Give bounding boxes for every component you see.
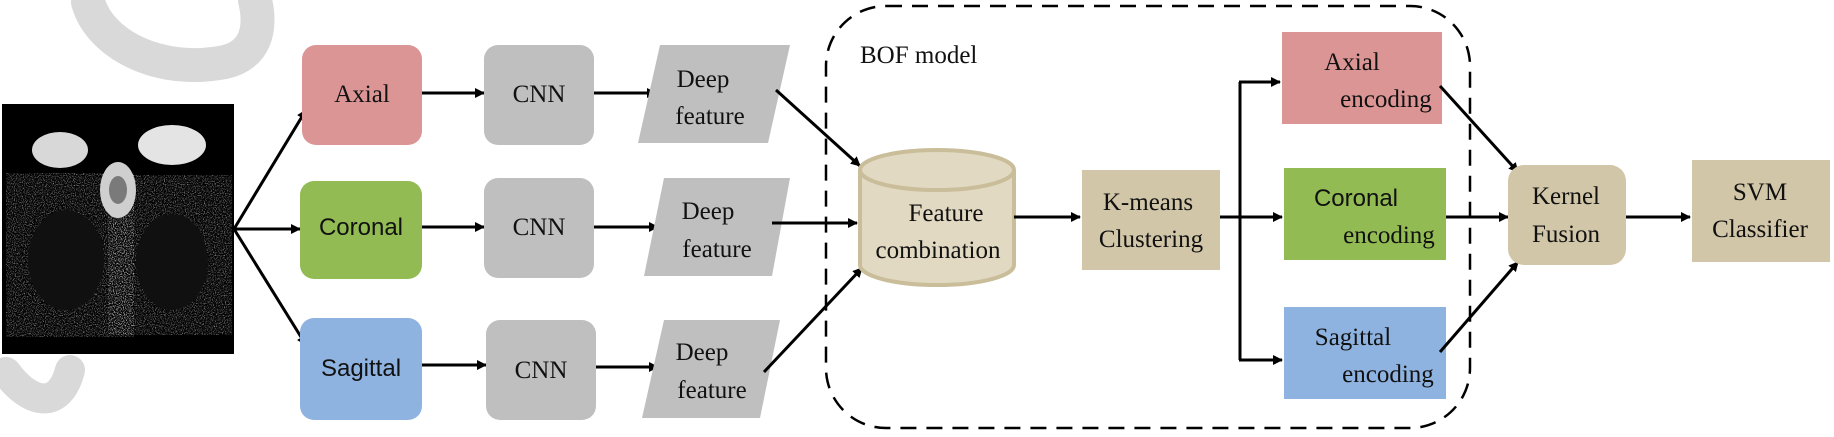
sagittal-encoding-box xyxy=(1284,307,1446,399)
sagittal-cnn-box xyxy=(486,320,596,420)
sagittal-cnn-label: CNN xyxy=(515,357,568,384)
sagittal-view-label: Sagittal xyxy=(321,355,401,382)
sagittal-encoding-line2: encoding xyxy=(1342,361,1434,388)
input-mri-image xyxy=(2,104,234,354)
axial-deep-feature-box xyxy=(638,45,790,143)
feature-combination-line1: Feature xyxy=(909,200,984,227)
coronal-deep-feature-line2: feature xyxy=(682,236,751,263)
axial-view-label: Axial xyxy=(334,81,390,108)
sagittal-view-box xyxy=(300,318,422,420)
coronal-deep-feature-box xyxy=(644,178,790,276)
watermark-arc-bottom xyxy=(0,355,85,414)
arrow-image-to-axial xyxy=(232,109,308,230)
kmeans-clustering-line2: Clustering xyxy=(1099,226,1204,253)
coronal-encoding-line1: Coronal xyxy=(1314,185,1398,212)
coronal-encoding-line2: encoding xyxy=(1343,222,1435,249)
axial-encoding-line1: Axial xyxy=(1324,49,1380,76)
coronal-cnn-box xyxy=(484,178,594,278)
axial-view-box xyxy=(302,45,422,145)
coronal-view-label: Coronal xyxy=(319,214,403,241)
coronal-view-box xyxy=(300,181,422,279)
coronal-cnn-label: CNN xyxy=(513,214,566,241)
coronal-encoding-box xyxy=(1284,168,1446,260)
axial-cnn-label: CNN xyxy=(513,81,566,108)
kernel-fusion-line2: Fusion xyxy=(1532,221,1601,248)
arrow-axial-feature-to-combination xyxy=(774,88,862,168)
bof-model-title: BOF model xyxy=(860,42,977,69)
sagittal-deep-feature-box xyxy=(642,320,780,418)
svm-classifier-line2: Classifier xyxy=(1712,216,1808,243)
sagittal-encoding-line1: Sagittal xyxy=(1315,324,1391,351)
kmeans-clustering-line1: K-means xyxy=(1103,189,1193,216)
watermark-arc-top xyxy=(71,0,275,83)
axial-deep-feature-line2: feature xyxy=(675,103,744,130)
axial-cnn-box xyxy=(484,45,594,145)
sagittal-deep-feature-line1: Deep xyxy=(676,339,729,366)
svm-classifier-box xyxy=(1692,160,1830,262)
axial-encoding-box xyxy=(1282,32,1442,124)
axial-deep-feature-line1: Deep xyxy=(677,66,730,93)
watermark-decoration xyxy=(0,0,275,414)
feature-combination-line2: combination xyxy=(876,237,1001,264)
axial-encoding-line2: encoding xyxy=(1340,86,1432,113)
kernel-fusion-line1: Kernel xyxy=(1532,183,1600,210)
feature-combination-database xyxy=(858,148,1016,287)
sagittal-deep-feature-line2: feature xyxy=(677,377,746,404)
arrow-axial-encoding-to-fusion xyxy=(1438,84,1520,174)
arrow-sagittal-feature-to-combination xyxy=(762,266,864,374)
arrow-image-to-sagittal xyxy=(232,228,308,346)
svm-classifier-line1: SVM xyxy=(1733,179,1787,206)
kmeans-clustering-box xyxy=(1082,170,1220,270)
arrow-sagittal-encoding-to-fusion xyxy=(1438,261,1520,353)
coronal-deep-feature-line1: Deep xyxy=(682,198,735,225)
kernel-fusion-box xyxy=(1508,165,1626,265)
